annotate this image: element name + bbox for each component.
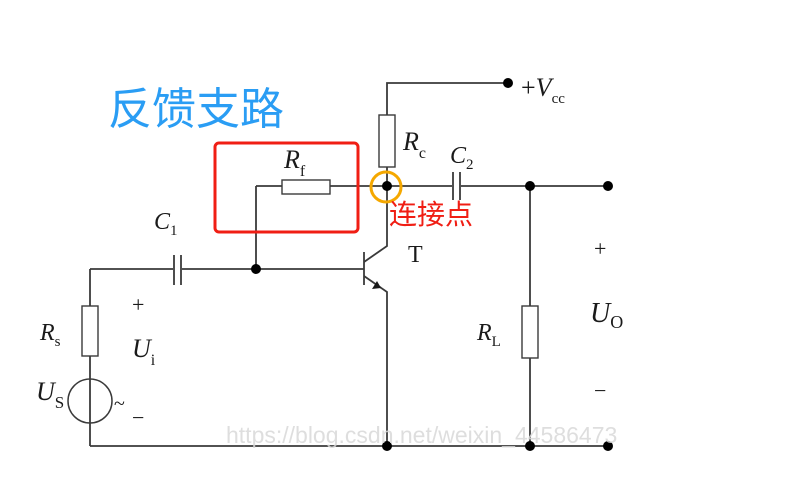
vcc-label: +Vcc (521, 73, 565, 107)
connection-point-label: 连接点 (389, 198, 473, 231)
rl-label: RL (476, 320, 501, 350)
us-source-circle (67, 378, 113, 424)
rf-label: Rf (283, 145, 306, 180)
uo-plus: + (594, 236, 606, 261)
c2-label: C2 (450, 143, 474, 173)
vcc-terminal (503, 78, 513, 88)
rl-top-node (525, 181, 535, 191)
rf-resistor (281, 179, 331, 195)
ui-label: Ui (132, 334, 156, 369)
connection-node (382, 181, 392, 191)
rl-ground-node (525, 441, 535, 451)
emitter-ground-node (382, 441, 392, 451)
rs-label: Rs (39, 320, 61, 350)
c1-label: C1 (154, 209, 178, 239)
base-node (251, 264, 261, 274)
emitter-wire (363, 275, 388, 446)
output-top-terminal (603, 181, 613, 191)
vcc-wire (386, 82, 508, 115)
collector-wire (363, 186, 388, 263)
c1-gap (173, 255, 182, 285)
ac-symbol-icon: ~ (114, 393, 125, 415)
ui-plus: + (132, 292, 144, 317)
connection-point-circle (369, 170, 403, 204)
us-label: US (36, 377, 64, 412)
c2-gap (452, 172, 461, 200)
us-minus: − (132, 405, 144, 430)
feedback-branch-box (213, 141, 360, 234)
watermark: https://blog.csdn.net/weixin_44586473 (226, 422, 617, 448)
transistor-label: T (408, 242, 423, 268)
rc-resistor (378, 114, 396, 168)
rl-resistor (521, 305, 539, 359)
rs-resistor (81, 305, 99, 357)
uo-label: UO (590, 298, 623, 332)
feedback-branch-label: 反馈支路 (108, 84, 284, 135)
rc-label: Rc (402, 127, 426, 162)
emitter-arrow-icon (372, 281, 381, 289)
output-bottom-terminal (603, 441, 613, 451)
uo-minus: − (594, 378, 606, 403)
